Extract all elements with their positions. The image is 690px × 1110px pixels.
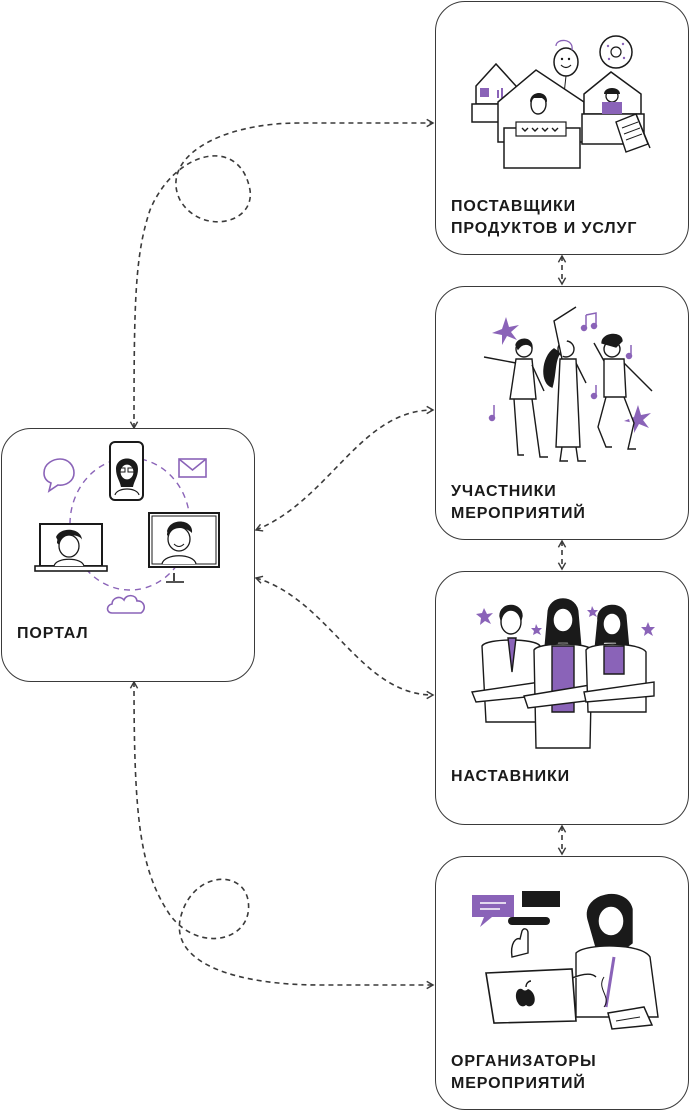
star-icon	[476, 606, 655, 636]
node-suppliers-label-line-2: ПРОДУКТОВ И УСЛУГ	[451, 220, 638, 237]
music-note-icon	[488, 312, 633, 422]
participants-illustration	[483, 306, 653, 462]
node-participants-label-line-1: УЧАСТНИКИ	[451, 483, 557, 500]
connector-portal-mentors	[254, 575, 435, 700]
mentors-illustration	[471, 598, 655, 749]
node-suppliers-label: ПОСТАВЩИКИ ПРОДУКТОВ И УСЛУГ	[451, 196, 637, 240]
node-portal-label: ПОРТАЛ	[17, 625, 89, 642]
connector-portal-organizers	[129, 680, 435, 990]
node-participants-label: УЧАСТНИКИ МЕРОПРИЯТИЙ	[451, 481, 586, 525]
suppliers-illustration	[471, 35, 651, 169]
node-organizers-label: ОРГАНИЗАТОРЫ МЕРОПРИЯТИЙ	[451, 1051, 597, 1095]
node-participants[interactable]: УЧАСТНИКИ МЕРОПРИЯТИЙ	[435, 286, 689, 540]
smiley-balloon-icon	[553, 39, 579, 95]
donut-icon	[599, 35, 633, 69]
node-organizers-label-line-1: ОРГАНИЗАТОРЫ	[451, 1053, 597, 1070]
node-mentors-label: НАСТАВНИКИ	[451, 768, 571, 785]
organizers-illustration	[472, 891, 659, 1030]
apple-logo-icon	[485, 968, 577, 1024]
cloud-icon	[106, 594, 146, 614]
node-participants-label-line-2: МЕРОПРИЯТИЙ	[451, 505, 586, 522]
node-portal[interactable]: ПОРТАЛ	[1, 428, 255, 682]
star-icon	[492, 317, 651, 433]
node-suppliers[interactable]: ПОСТАВЩИКИ ПРОДУКТОВ И УСЛУГ	[435, 1, 689, 255]
node-mentors[interactable]: НАСТАВНИКИ	[435, 571, 689, 825]
node-suppliers-label-line-1: ПОСТАВЩИКИ	[451, 198, 577, 215]
chat-bubble-icon	[43, 458, 75, 493]
phone-user-icon	[109, 441, 144, 501]
connector-portal-participants	[254, 405, 435, 532]
envelope-icon	[178, 458, 207, 478]
monitor-user-icon	[148, 512, 220, 583]
node-organizers-label-line-2: МЕРОПРИЯТИЙ	[451, 1075, 586, 1092]
node-organizers[interactable]: ОРГАНИЗАТОРЫ МЕРОПРИЯТИЙ	[435, 856, 689, 1110]
portal-illustration	[34, 441, 220, 614]
connector-portal-suppliers	[129, 118, 435, 430]
laptop-user-icon	[34, 523, 108, 572]
